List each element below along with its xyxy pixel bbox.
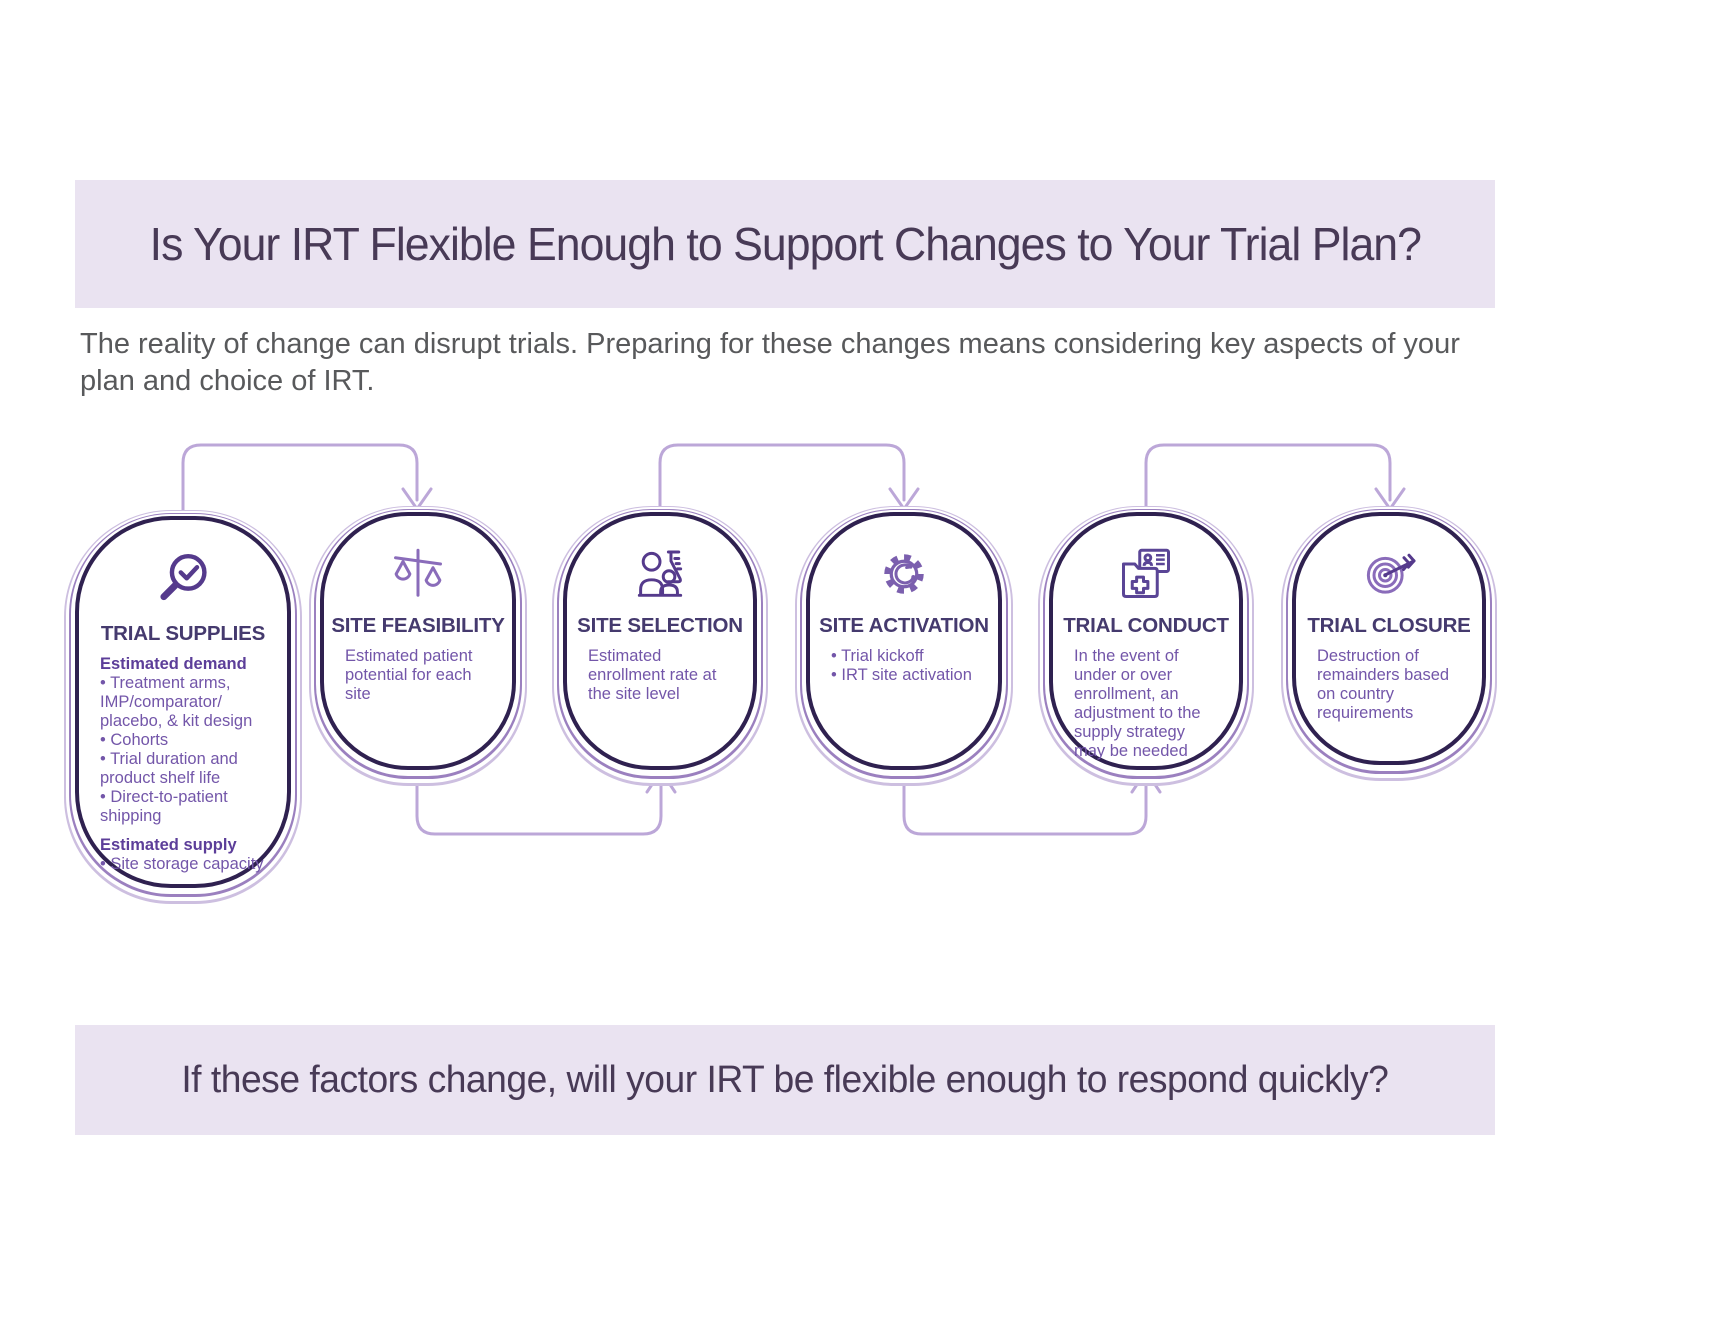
card-site-feasibility: SITE FEASIBILITY Estimated patient poten… [320,512,516,770]
card-body: In the event of under or over enrollment… [1053,647,1239,761]
card-title: SITE ACTIVATION [819,614,989,637]
target-arrow-icon [1296,542,1482,606]
arrowhead-down-icon [888,487,920,511]
connector-conduct-to-closure [1144,443,1392,517]
balance-scales-icon [324,542,512,606]
card-bullet: • Site storage capacity [100,855,264,873]
connector-selection-to-activation [658,443,906,517]
connector-feasibility-to-selection [415,767,663,836]
card-trial-supplies: TRIAL SUPPLIES Estimated demand• Treatme… [75,516,291,888]
page-title: Is Your IRT Flexible Enough to Support C… [149,218,1421,270]
footer-banner: If these factors change, will your IRT b… [75,1025,1495,1135]
card-bullet: • Trial duration and product shelf life [100,750,238,787]
card-body: Estimated patient potential for each sit… [324,647,512,704]
card-bullet: • Cohorts [100,731,169,749]
card-site-selection: SITE SELECTION Estimated enrollment rate… [563,512,757,770]
title-banner: Is Your IRT Flexible Enough to Support C… [75,180,1495,308]
arrowhead-up-icon [1130,769,1162,794]
card-body: Destruction of remainders based on count… [1296,647,1482,723]
connector-activation-to-conduct [902,767,1148,836]
card-section-text: Estimated patient potential for each sit… [345,647,473,703]
card-bullet: • Treatment arms, IMP/comparator/ placeb… [100,674,253,730]
card-section-text: Estimated enrollment rate at the site le… [588,647,717,703]
arrowhead-up-icon [645,769,677,794]
arrowhead-down-icon [401,487,433,511]
card-title: TRIAL CONDUCT [1063,614,1229,637]
card-body: Estimated enrollment rate at the site le… [567,647,753,704]
card-body: • Trial kickoff• IRT site activation [810,647,998,685]
card-site-activation: SITE ACTIVATION • Trial kickoff• IRT sit… [806,512,1002,770]
card-trial-closure: TRIAL CLOSURE Destruction of remainders … [1292,512,1486,765]
connector-supplies-to-feasibility [181,443,419,519]
card-section-lead: Estimated demand [100,655,247,673]
card-title: TRIAL SUPPLIES [100,622,266,645]
card-bullet: • IRT site activation [831,666,972,684]
arrowhead-down-icon [1374,487,1406,511]
medical-folder-icon [1053,542,1239,606]
researchers-flask-icon [567,542,753,606]
magnifier-check-icon [79,550,287,614]
footer-question: If these factors change, will your IRT b… [181,1058,1389,1101]
card-section-lead: Estimated supply [100,836,237,854]
card-body: Estimated demand• Treatment arms, IMP/co… [79,655,287,874]
gear-icon [810,542,998,606]
card-title: SITE FEASIBILITY [331,614,505,637]
card-bullet: • Direct-to-patient shipping [100,788,228,825]
card-trial-conduct: TRIAL CONDUCT In the event of under or o… [1049,512,1243,770]
card-title: TRIAL CLOSURE [1307,614,1471,637]
card-bullet: • Trial kickoff [831,647,924,665]
card-section-text: In the event of under or over enrollment… [1074,647,1201,760]
card-title: SITE SELECTION [577,614,743,637]
intro-text: The reality of change can disrupt trials… [80,328,1460,397]
card-section-text: Destruction of remainders based on count… [1317,647,1450,722]
